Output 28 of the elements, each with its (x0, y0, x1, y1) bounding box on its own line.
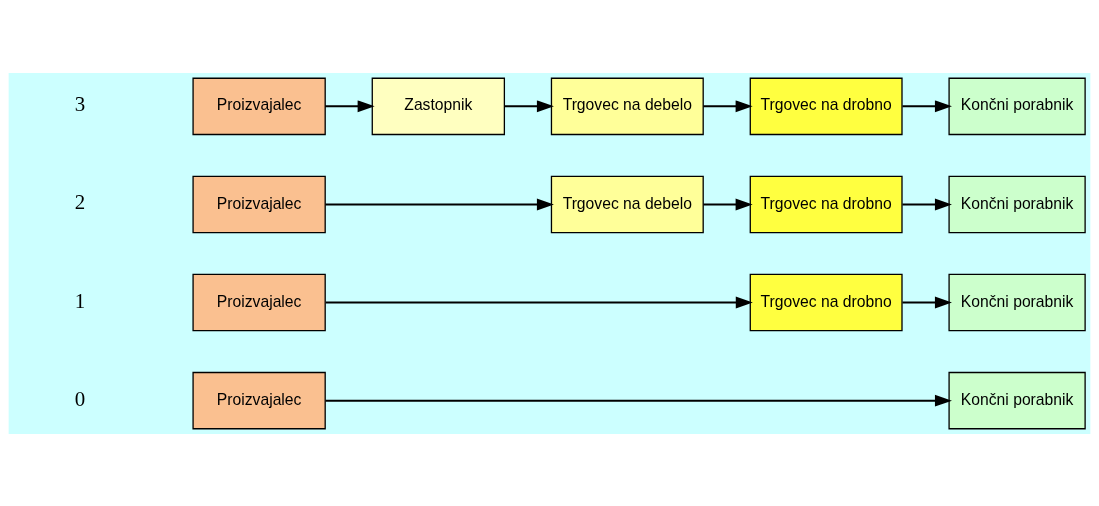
node-box: Proizvajalec (192, 77, 326, 135)
node-box: Končni porabnik (948, 175, 1086, 233)
arrow (324, 99, 375, 112)
arrow (503, 99, 554, 112)
arrow (901, 296, 952, 308)
node-box: Trgovec na debelo (550, 77, 704, 135)
arrow (702, 99, 753, 112)
node-box: Proizvajalec (192, 175, 326, 233)
node-box: Končni porabnik (948, 371, 1086, 429)
node-box: Zastopnik (371, 77, 506, 135)
label: 3 (74, 91, 86, 116)
label: 1 (74, 288, 86, 313)
node-box: Proizvajalec (192, 371, 326, 429)
arrow (324, 198, 554, 210)
node-box: Trgovec na drobno (749, 175, 903, 233)
node-box: Končni porabnik (948, 273, 1086, 331)
arrow (702, 198, 753, 210)
node-box: Trgovec na drobno (749, 273, 903, 331)
arrow (901, 99, 952, 112)
node-box: Končni porabnik (948, 77, 1086, 135)
node-box: Proizvajalec (192, 273, 326, 331)
arrow (901, 198, 952, 210)
arrow (324, 394, 952, 407)
label: 0 (74, 386, 86, 411)
node-box: Trgovec na debelo (550, 175, 704, 233)
label: 2 (74, 189, 86, 214)
node-box: Trgovec na drobno (749, 77, 903, 135)
arrow (324, 296, 753, 308)
